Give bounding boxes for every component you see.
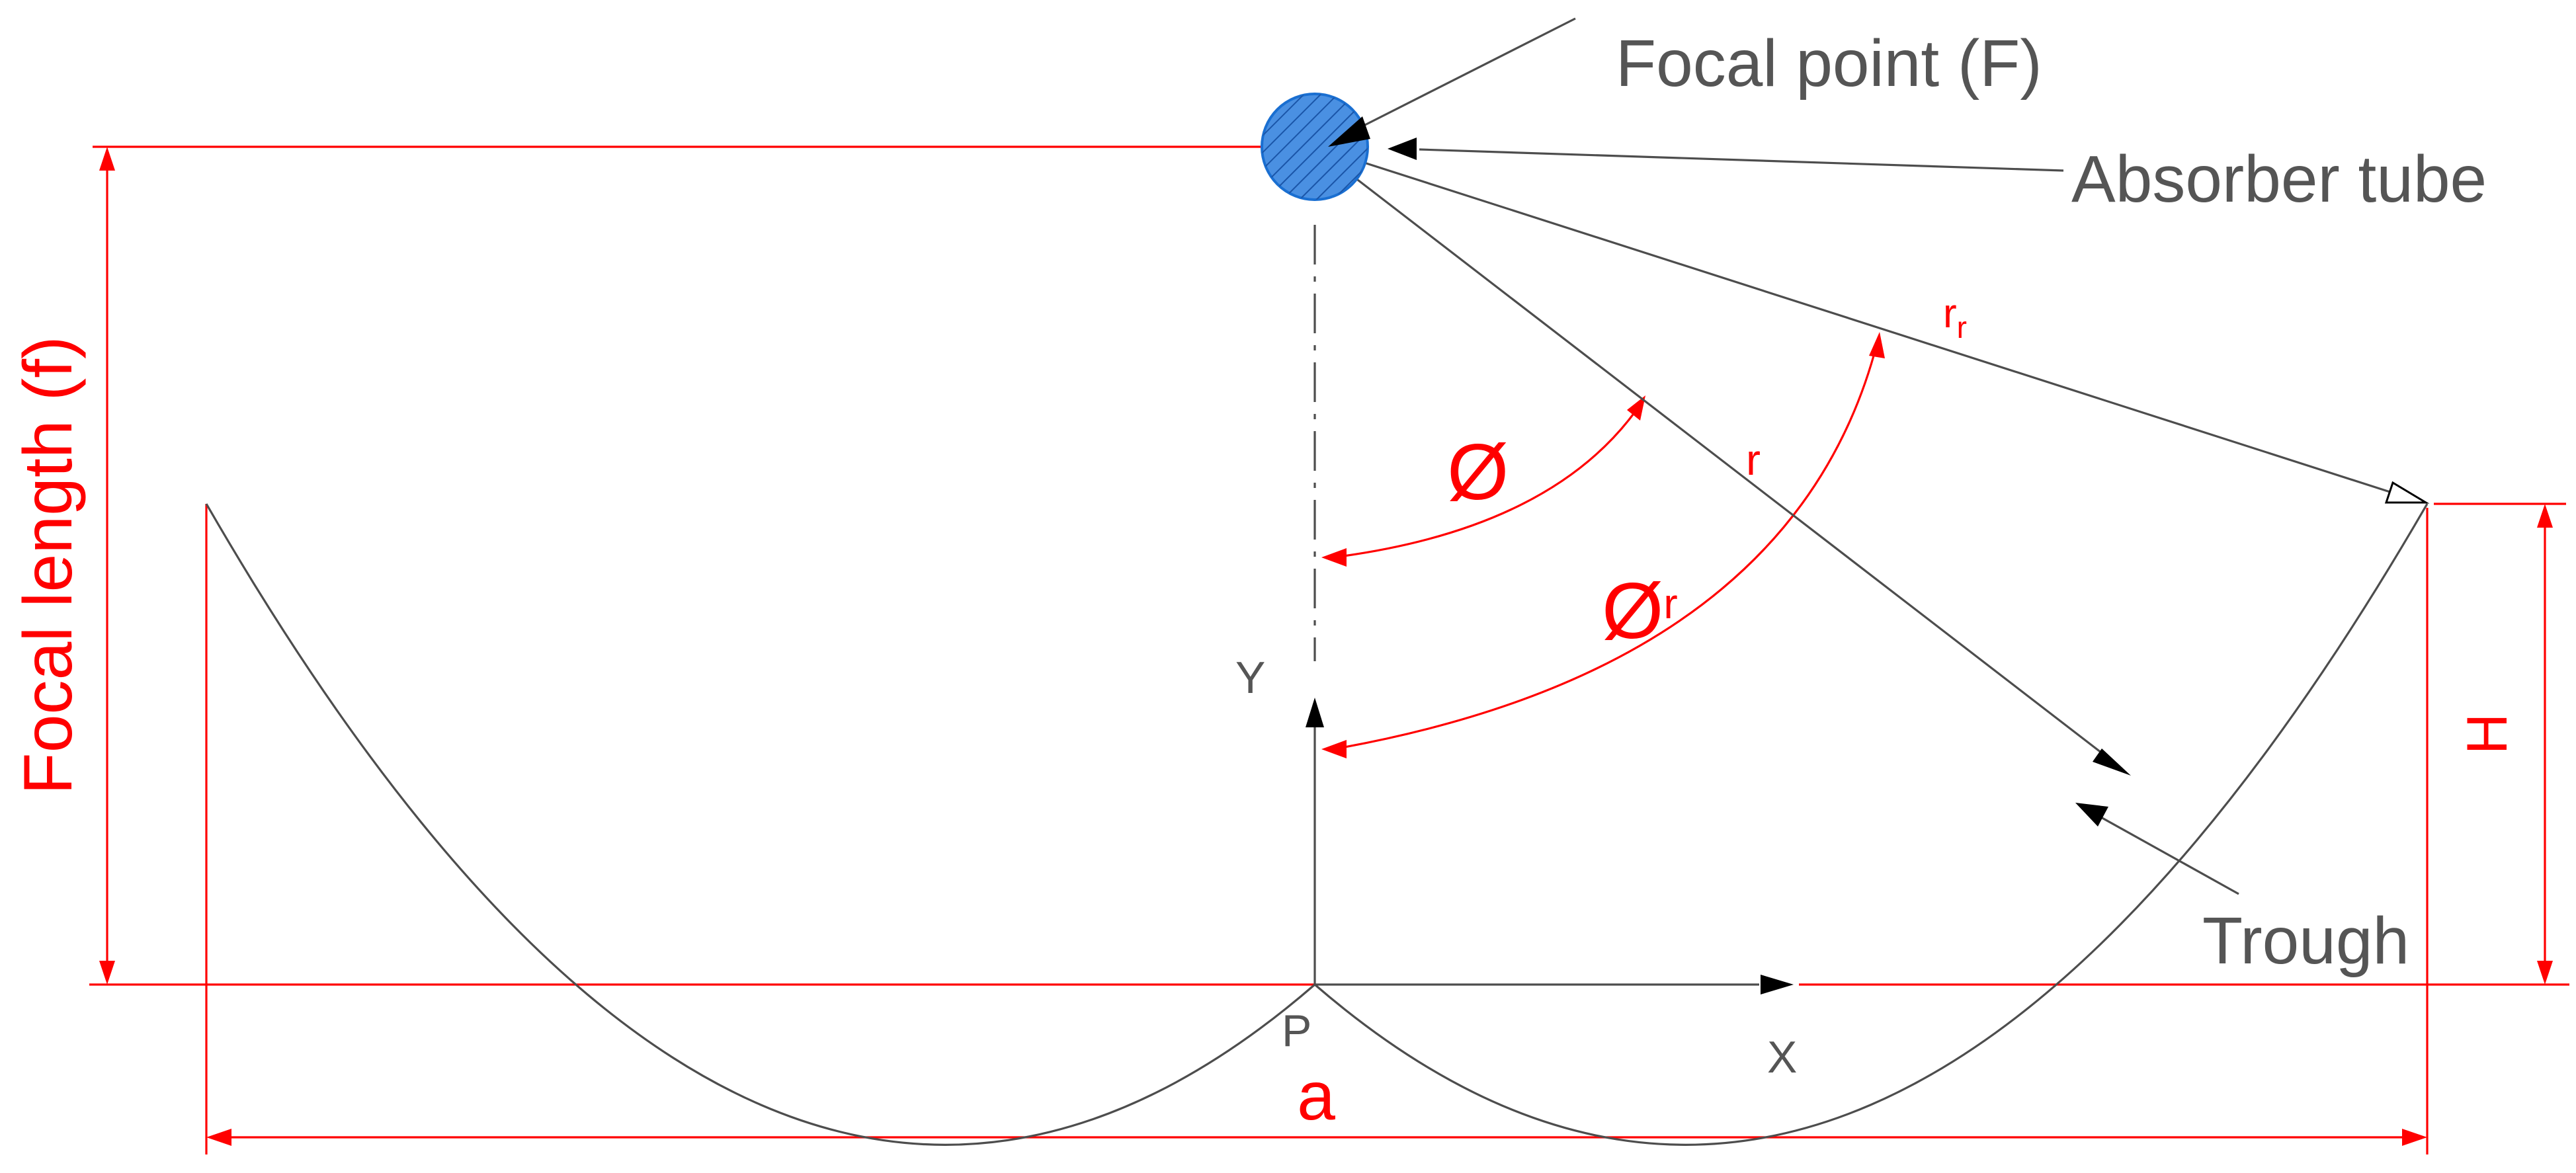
trough-curve xyxy=(205,503,2429,1146)
aperture-arrow-right xyxy=(2402,1129,2427,1146)
trough-leader xyxy=(2099,815,2239,895)
height-label: H xyxy=(2456,713,2519,754)
angle-label: Ø xyxy=(1447,428,1509,516)
rim-angle-arc-arrow-end xyxy=(1869,332,1885,358)
origin-label: P xyxy=(1282,1006,1311,1056)
absorber-tube-label: Absorber tube xyxy=(2071,142,2487,216)
angle-arc-arrow-end xyxy=(1627,395,1645,421)
focal-point-label: Focal point (F) xyxy=(1616,26,2042,101)
rim-angle-arc-arrow-start xyxy=(1321,740,1347,758)
focal-length-arrow-top xyxy=(99,147,115,171)
focal-point-leader xyxy=(1356,17,1576,130)
height-arrow-top xyxy=(2537,504,2553,528)
rim-radius-label: rr xyxy=(1943,291,1967,344)
rim-angle-arc xyxy=(1333,343,1878,750)
y-axis-arrow xyxy=(1306,698,1324,727)
focal-length-arrow-bottom xyxy=(99,961,115,985)
angle-arc-arrow-start xyxy=(1321,548,1347,567)
aperture-arrow-left xyxy=(206,1129,231,1146)
rim-radius-label-sub: r xyxy=(1957,310,1967,344)
height-arrow-bottom xyxy=(2537,961,2553,985)
angle-arc xyxy=(1333,404,1641,559)
x-axis-label: X xyxy=(1767,1032,1797,1082)
rim-radius-ray xyxy=(1314,145,2395,495)
x-axis-arrow xyxy=(1761,975,1794,994)
absorber-tube-leader-arrow xyxy=(1388,138,1417,160)
rim-radius-ray-arrow xyxy=(2384,481,2430,504)
radius-ray xyxy=(1314,145,2110,760)
absorber-tube-hatch xyxy=(1262,94,1368,200)
focal-point-leader-arrow xyxy=(1328,116,1370,147)
aperture-label: a xyxy=(1297,1058,1335,1135)
rim-angle-label-base: Ø xyxy=(1602,567,1663,655)
focal-length-label: Focal length (f) xyxy=(10,336,87,795)
trough-leader-arrow xyxy=(2075,803,2108,827)
radius-ray-arrow xyxy=(2093,748,2131,776)
rim-angle-label-sub: r xyxy=(1663,580,1677,627)
absorber-tube-leader xyxy=(1419,148,2064,172)
rim-radius-label-base: r xyxy=(1943,291,1957,337)
rim-angle-label: Ør xyxy=(1602,567,1678,655)
radius-label: r xyxy=(1746,435,1761,484)
y-axis-label: Y xyxy=(1235,653,1265,703)
trough-label: Trough xyxy=(2202,904,2409,978)
